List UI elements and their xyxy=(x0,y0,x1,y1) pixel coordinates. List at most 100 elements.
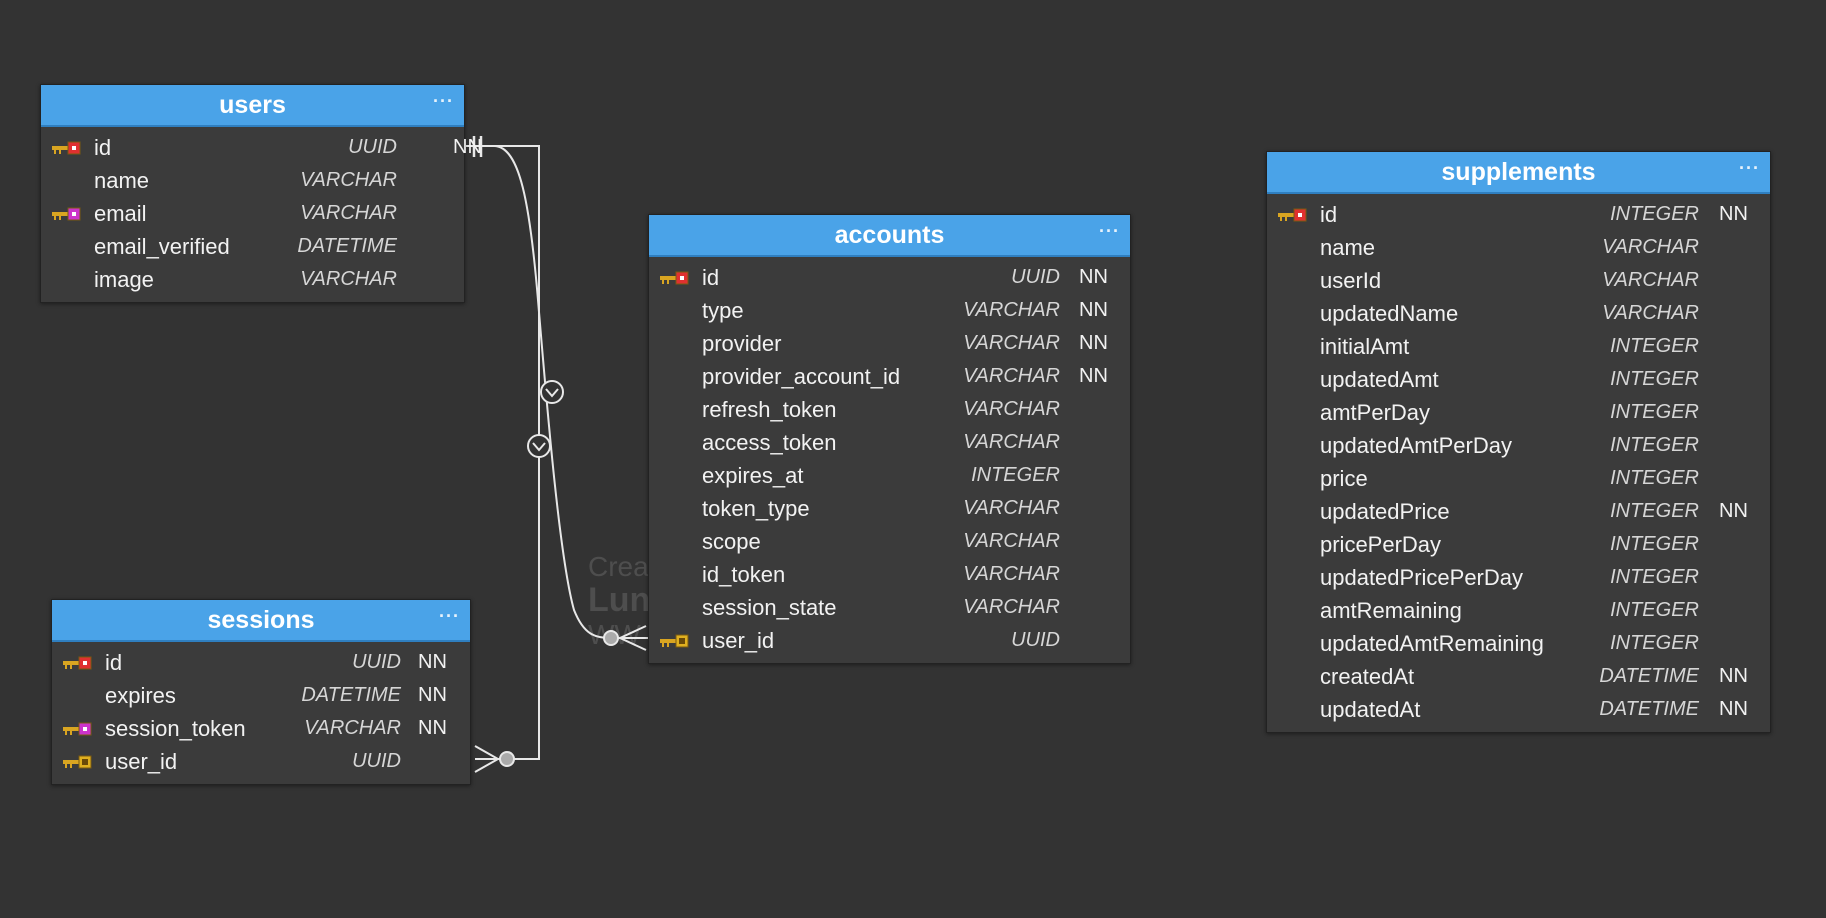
column-name: expires xyxy=(105,682,176,708)
not-null-flag: NN xyxy=(1079,332,1108,354)
primary-key-icon xyxy=(62,655,92,671)
column-row[interactable]: name VARCHAR xyxy=(1267,231,1770,264)
table-title: sessions xyxy=(207,605,315,634)
column-name: name xyxy=(1320,234,1376,260)
column-row[interactable]: initialAmt INTEGER xyxy=(1267,330,1770,363)
column-name: updatedAmtRemaining xyxy=(1320,630,1544,656)
column-type: UUID xyxy=(1011,266,1060,288)
table-menu-icon[interactable]: ··· xyxy=(433,91,454,111)
column-name: session_token xyxy=(105,715,246,741)
column-type: VARCHAR xyxy=(963,299,1060,321)
column-name: user_id xyxy=(702,627,775,653)
column-row[interactable]: provider VARCHAR NN xyxy=(649,327,1130,360)
crows-foot-icon xyxy=(474,745,499,760)
column-type: VARCHAR xyxy=(963,431,1060,453)
column-name: userId xyxy=(1320,267,1382,293)
column-name: id_token xyxy=(702,561,786,587)
table-header[interactable]: users ··· xyxy=(41,85,464,127)
table-header[interactable]: accounts ··· xyxy=(649,215,1130,257)
column-type: INTEGER xyxy=(1610,368,1699,390)
column-name: refresh_token xyxy=(702,396,837,422)
column-type: VARCHAR xyxy=(963,530,1060,552)
column-type: INTEGER xyxy=(1610,335,1699,357)
table-menu-icon[interactable]: ··· xyxy=(439,606,460,626)
cardinality-zero-mark xyxy=(499,751,515,767)
column-name: updatedName xyxy=(1320,300,1459,326)
column-name: provider_account_id xyxy=(702,363,901,389)
not-null-flag: NN xyxy=(418,684,447,706)
watermark-line-2: Lun xyxy=(588,581,651,619)
column-type: VARCHAR xyxy=(963,332,1060,354)
relationship-toggle-icon xyxy=(527,434,551,458)
column-name: type xyxy=(702,297,744,323)
column-name: email_verified xyxy=(94,233,230,259)
foreign-key-icon xyxy=(659,633,689,649)
column-type: VARCHAR xyxy=(963,563,1060,585)
column-type: INTEGER xyxy=(1610,632,1699,654)
column-type: VARCHAR xyxy=(300,169,397,191)
table-title: accounts xyxy=(834,220,945,249)
column-type: INTEGER xyxy=(1610,467,1699,489)
column-name: createdAt xyxy=(1320,663,1415,689)
column-type: INTEGER xyxy=(1610,566,1699,588)
column-row[interactable]: updatedAmtRemaining INTEGER xyxy=(1267,627,1770,660)
not-null-flag: NN xyxy=(1719,203,1748,225)
column-type: INTEGER xyxy=(1610,533,1699,555)
table-menu-icon[interactable]: ··· xyxy=(1739,158,1760,178)
table-header[interactable]: sessions ··· xyxy=(52,600,470,642)
column-type: VARCHAR xyxy=(1602,236,1699,258)
column-type: INTEGER xyxy=(1610,500,1699,522)
column-type: VARCHAR xyxy=(963,497,1060,519)
table-menu-icon[interactable]: ··· xyxy=(1099,221,1120,241)
watermark: Crea Lun WW xyxy=(588,553,650,649)
column-row[interactable]: id_token VARCHAR xyxy=(649,558,1130,591)
chevron-down-icon xyxy=(545,388,559,398)
table-header[interactable]: supplements ··· xyxy=(1267,152,1770,194)
column-name: id xyxy=(105,649,123,675)
chevron-down-icon xyxy=(532,442,546,452)
column-type: DATETIME xyxy=(1599,698,1699,720)
column-name: initialAmt xyxy=(1320,333,1410,359)
column-name: provider xyxy=(702,330,782,356)
